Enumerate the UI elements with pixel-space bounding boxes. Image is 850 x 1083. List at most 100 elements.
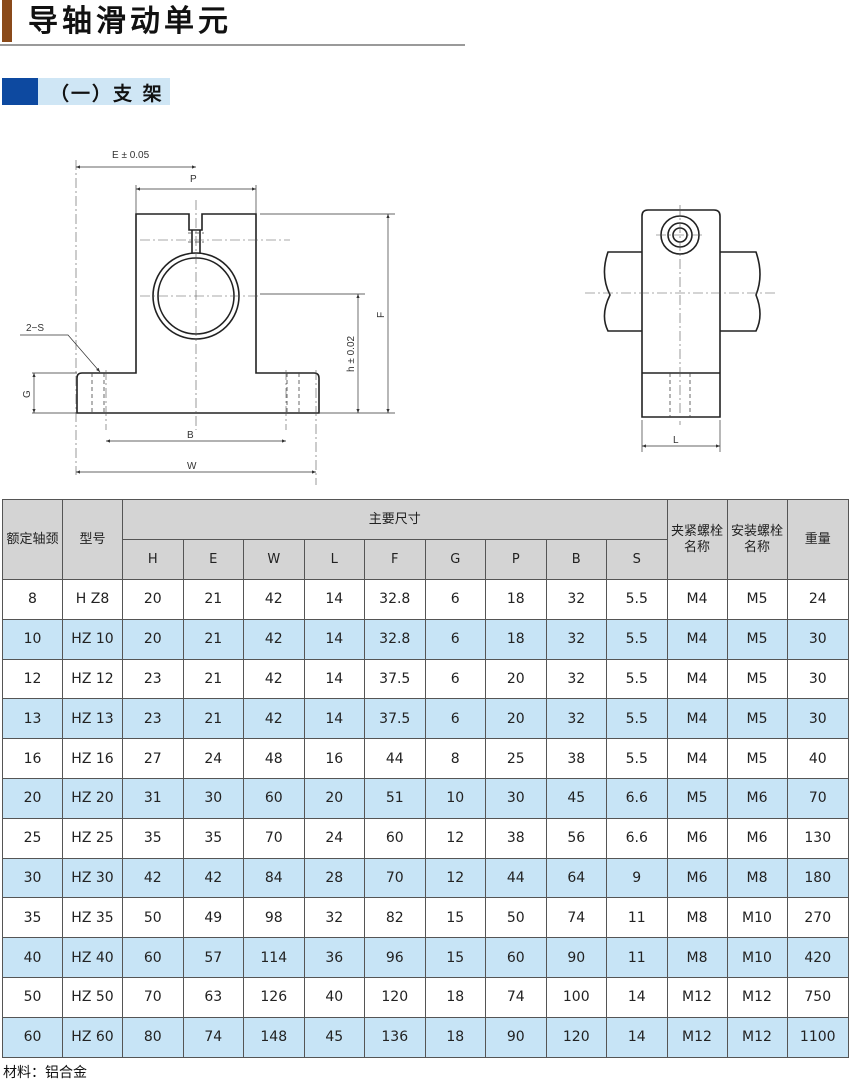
table-cell: 11 bbox=[606, 897, 668, 939]
table-cell: 21 bbox=[182, 618, 244, 660]
table-cell: HZ 25 bbox=[62, 817, 123, 859]
table-cell: 32 bbox=[545, 658, 607, 700]
table-cell: 12 bbox=[2, 658, 63, 700]
table-cell: HZ 60 bbox=[62, 1016, 123, 1058]
table-cell: 18 bbox=[424, 1016, 486, 1058]
front-view bbox=[76, 213, 320, 414]
table-cell: 12 bbox=[424, 857, 486, 899]
dim-W: W bbox=[187, 461, 197, 472]
table-cell: 750 bbox=[786, 976, 849, 1018]
table-cell: M4 bbox=[666, 698, 728, 740]
table-cell: 10 bbox=[2, 618, 63, 660]
table-cell: 30 bbox=[786, 658, 849, 700]
table-cell: 130 bbox=[786, 817, 849, 859]
table-cell: 21 bbox=[182, 658, 244, 700]
table-cell: 35 bbox=[182, 817, 244, 859]
spec-table: 额定轴颈 型号 主要尺寸 夹紧螺栓名称 安装螺栓名称 重量 H E W L F … bbox=[2, 499, 849, 1058]
table-cell: 74 bbox=[485, 976, 547, 1018]
dim-P: P bbox=[190, 174, 197, 185]
table-cell: HZ 16 bbox=[62, 738, 123, 779]
table-cell: 5.5 bbox=[606, 738, 668, 779]
table-cell: 23 bbox=[122, 698, 184, 740]
table-cell: 13 bbox=[2, 698, 63, 740]
table-cell: 30 bbox=[2, 857, 63, 899]
table-cell: 12 bbox=[424, 817, 486, 859]
table-cell: 1100 bbox=[786, 1016, 849, 1058]
table-cell: 37.5 bbox=[364, 658, 426, 700]
header-dim: W bbox=[243, 539, 305, 580]
table-cell: 98 bbox=[243, 897, 305, 939]
header-dim: G bbox=[424, 539, 486, 580]
table-cell: 6.6 bbox=[606, 777, 668, 819]
table-cell: 148 bbox=[243, 1016, 305, 1058]
table-cell: M6 bbox=[666, 857, 728, 899]
header-dim: F bbox=[364, 539, 426, 580]
dim-B: B bbox=[187, 430, 194, 441]
table-cell: 8 bbox=[424, 738, 486, 779]
table-cell: HZ 40 bbox=[62, 937, 123, 978]
table-cell: 14 bbox=[303, 698, 365, 740]
table-cell: M12 bbox=[666, 1016, 728, 1058]
table-cell: M12 bbox=[726, 976, 788, 1018]
header-weight: 重量 bbox=[786, 499, 849, 580]
section-accent bbox=[2, 78, 38, 105]
table-cell: 44 bbox=[485, 857, 547, 899]
table-cell: 32 bbox=[545, 698, 607, 740]
table-cell: 120 bbox=[545, 1016, 607, 1058]
header-dim: S bbox=[606, 539, 668, 580]
table-cell: 23 bbox=[122, 658, 184, 700]
table-cell: HZ 12 bbox=[62, 658, 123, 700]
table-cell: 100 bbox=[545, 976, 607, 1018]
table-cell: 42 bbox=[182, 857, 244, 899]
table-cell: 42 bbox=[243, 698, 305, 740]
table-cell: 136 bbox=[364, 1016, 426, 1058]
table-cell: 16 bbox=[2, 738, 63, 779]
table-cell: 18 bbox=[485, 618, 547, 660]
table-cell: M12 bbox=[726, 1016, 788, 1058]
table-cell: 50 bbox=[122, 897, 184, 939]
table-cell: M5 bbox=[726, 658, 788, 700]
table-cell: 6 bbox=[424, 579, 486, 620]
header-model: 型号 bbox=[62, 499, 123, 580]
dim-L: L bbox=[673, 435, 679, 446]
table-cell: 60 bbox=[2, 1016, 63, 1058]
table-cell: 16 bbox=[303, 738, 365, 779]
table-cell: 40 bbox=[786, 738, 849, 779]
table-cell: M4 bbox=[666, 618, 728, 660]
header-clamp-bolt: 夹紧螺栓名称 bbox=[666, 499, 728, 580]
table-cell: 10 bbox=[424, 777, 486, 819]
table-cell: 35 bbox=[2, 897, 63, 939]
table-cell: 14 bbox=[606, 1016, 668, 1058]
table-cell: 74 bbox=[182, 1016, 244, 1058]
table-cell: 56 bbox=[545, 817, 607, 859]
table-cell: 44 bbox=[364, 738, 426, 779]
table-cell: HZ 50 bbox=[62, 976, 123, 1018]
table-cell: 120 bbox=[364, 976, 426, 1018]
table-cell: 28 bbox=[303, 857, 365, 899]
table-cell: M8 bbox=[666, 937, 728, 978]
table-cell: 50 bbox=[485, 897, 547, 939]
table-cell: 70 bbox=[786, 777, 849, 819]
table-cell: 18 bbox=[424, 976, 486, 1018]
table-cell: 32 bbox=[545, 618, 607, 660]
dim-G: G bbox=[22, 390, 33, 398]
table-cell: M6 bbox=[726, 777, 788, 819]
table-cell: 60 bbox=[243, 777, 305, 819]
table-cell: M6 bbox=[666, 817, 728, 859]
table-cell: 57 bbox=[182, 937, 244, 978]
table-cell: 270 bbox=[786, 897, 849, 939]
header-dim: L bbox=[303, 539, 365, 580]
table-cell: 42 bbox=[243, 658, 305, 700]
table-cell: 9 bbox=[606, 857, 668, 899]
dim-2S: 2−S bbox=[26, 323, 44, 334]
header-dim: H bbox=[122, 539, 184, 580]
table-cell: 31 bbox=[122, 777, 184, 819]
table-cell: 50 bbox=[2, 976, 63, 1018]
table-cell: M5 bbox=[726, 618, 788, 660]
table-cell: 24 bbox=[303, 817, 365, 859]
